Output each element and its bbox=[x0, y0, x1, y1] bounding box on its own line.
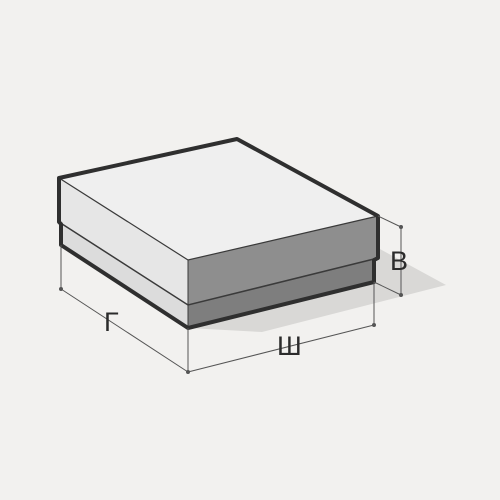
width-label: Ш bbox=[277, 331, 302, 361]
height-dimension bbox=[373, 215, 402, 296]
height-label: В bbox=[390, 246, 409, 276]
depth-dimension bbox=[60, 245, 189, 373]
base-front-face bbox=[188, 258, 374, 328]
base-left-face bbox=[61, 224, 188, 328]
lid-front-face bbox=[188, 216, 378, 305]
lid-left-face bbox=[59, 178, 188, 305]
depth-label: Г bbox=[104, 307, 119, 337]
lid-top-face bbox=[59, 139, 378, 260]
width-dimension bbox=[187, 282, 375, 373]
